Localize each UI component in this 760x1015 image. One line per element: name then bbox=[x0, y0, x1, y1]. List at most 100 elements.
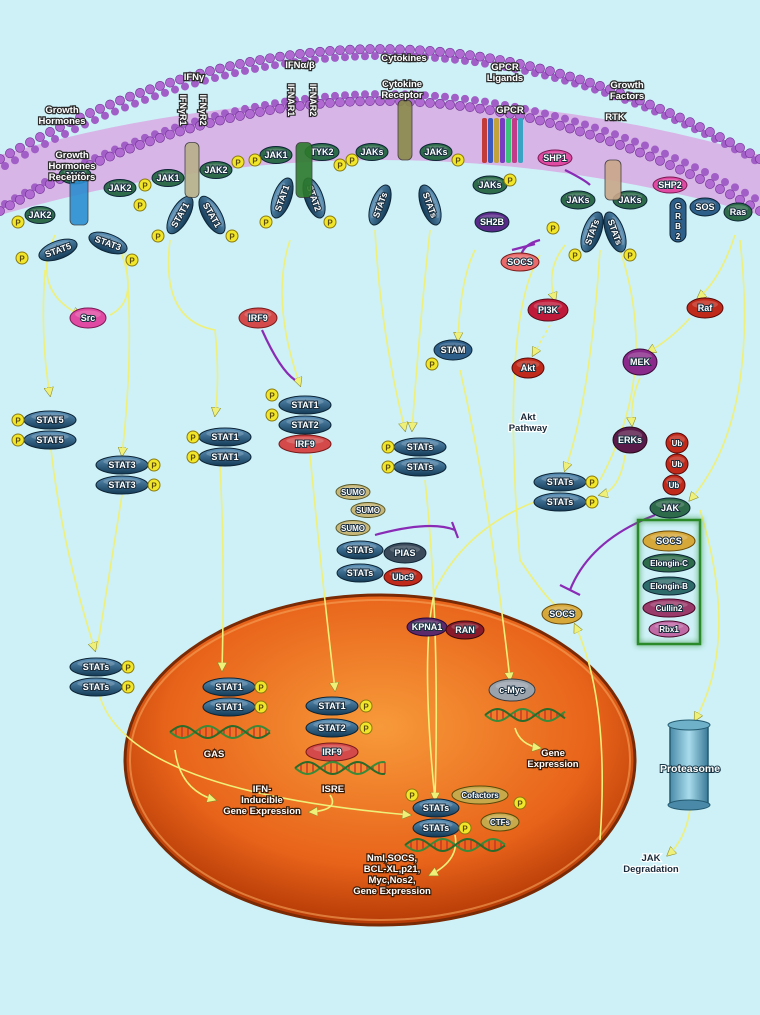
phosphate-badge: P bbox=[11, 433, 25, 447]
lipid-head bbox=[545, 66, 555, 76]
phosphate-badge: P bbox=[265, 388, 279, 402]
lipid-head bbox=[325, 46, 335, 56]
lipid-head bbox=[135, 139, 145, 150]
phosphate-label: P bbox=[589, 498, 595, 507]
kpna1-shine bbox=[412, 620, 442, 628]
ubc9-shine bbox=[389, 570, 417, 578]
lipid-head bbox=[375, 44, 385, 54]
complex-elongin-b: Elongin-B bbox=[642, 576, 696, 596]
complex-elongin-c-shine bbox=[650, 556, 688, 564]
stat1-nuclear-a-label: STAT1 bbox=[215, 682, 242, 692]
stat5-dimer-b-label: STAT5 bbox=[36, 435, 63, 445]
stat1-ifngr-a: STAT1 bbox=[166, 195, 194, 235]
lipid-head bbox=[725, 137, 735, 148]
lipid-head bbox=[115, 147, 125, 158]
lipid-head bbox=[625, 91, 635, 102]
stat1-ifngr-a-shine bbox=[169, 200, 186, 227]
lipid-head bbox=[571, 117, 579, 126]
stat5-dimer-a-shine bbox=[31, 413, 69, 421]
phosphate-circle bbox=[585, 495, 599, 509]
lipid-head bbox=[675, 112, 685, 123]
raf-label: Raf bbox=[698, 303, 714, 313]
socs-inhibits-jak bbox=[568, 513, 656, 591]
phosphate-label: P bbox=[15, 218, 21, 227]
stat1-dimer-a-label: STAT1 bbox=[211, 432, 238, 442]
phosphate-circle bbox=[333, 158, 347, 172]
phosphate-label: P bbox=[269, 391, 275, 400]
nuclear-envelope bbox=[129, 599, 631, 921]
lipid-head bbox=[25, 137, 35, 148]
stat1-nuclear-b: STAT1 bbox=[202, 697, 256, 717]
lipid-head bbox=[145, 84, 155, 95]
isgf3-nuclear-irf9-body bbox=[305, 742, 359, 762]
c-myc-label: c-Myc bbox=[499, 685, 525, 695]
arrow-stat5-to-nucleus bbox=[49, 439, 95, 650]
socs-top-shine bbox=[506, 255, 534, 263]
complex-elongin-c-label: Elongin-C bbox=[650, 559, 688, 568]
lipid-head bbox=[371, 90, 379, 99]
phosphate-circle bbox=[11, 433, 25, 447]
arrow-ras-to-jak bbox=[690, 239, 746, 500]
jak2-left-shine bbox=[29, 208, 51, 216]
phosphate-circle bbox=[125, 253, 139, 267]
arrow-to-stam bbox=[458, 249, 476, 340]
jak-degradation-label: Degradation bbox=[623, 864, 679, 875]
phosphate-badge: P bbox=[381, 440, 395, 454]
lipid-head bbox=[391, 52, 399, 61]
jak1-ifngr: JAK1 bbox=[151, 169, 185, 187]
isgf3-nuclear-stat2-label: STAT2 bbox=[318, 723, 345, 733]
lipid-head bbox=[601, 126, 609, 135]
isgf3-irf9: IRF9 bbox=[278, 434, 332, 454]
lipid-head bbox=[675, 164, 685, 175]
lipid-head bbox=[585, 77, 595, 88]
isgf3-nuclear-stat1-label: STAT1 bbox=[318, 701, 345, 711]
lipid-head bbox=[375, 96, 385, 106]
lipid-head bbox=[305, 47, 315, 58]
phosphate-circle bbox=[345, 153, 359, 167]
lipid-heads-outer bbox=[0, 44, 760, 170]
lipid-head bbox=[511, 102, 519, 111]
phosphate-label: P bbox=[190, 433, 196, 442]
lipid-head bbox=[431, 91, 439, 100]
lipid-head bbox=[421, 53, 429, 62]
stats-dimer-left-b-label: STATs bbox=[83, 682, 110, 692]
lipid-head bbox=[141, 95, 149, 104]
phosphate-label: P bbox=[363, 724, 369, 733]
ifn-ab-label: IFNα/β bbox=[285, 60, 315, 71]
arrow-pi3k-to-akt bbox=[533, 324, 551, 355]
arrow-ifnar-to-isgf3 bbox=[281, 239, 300, 385]
jaks-cytokine-b-label: JAKs bbox=[424, 147, 447, 157]
phosphate-label: P bbox=[517, 799, 523, 808]
gene-expression-label: Gene bbox=[541, 748, 565, 759]
stat5-dimer-b: STAT5 bbox=[23, 430, 77, 450]
stat1-ifngr-b: STAT1 bbox=[198, 195, 226, 235]
lipid-head bbox=[635, 95, 645, 106]
phosphate-label: P bbox=[572, 251, 578, 260]
lipid-head bbox=[45, 127, 55, 137]
lipid-head bbox=[235, 59, 245, 69]
lipid-head bbox=[41, 140, 49, 149]
socs-mid-shine bbox=[547, 606, 577, 615]
pias-inhibits-stats bbox=[374, 524, 456, 537]
ras-label: Ras bbox=[730, 207, 747, 217]
ifngr2-label: IFNγR2 bbox=[198, 94, 208, 125]
jaks-rtk-b: JAKs bbox=[612, 190, 648, 210]
stat1-nuclear-a: STAT1 bbox=[202, 677, 256, 697]
stats-nuclear-b-label: STATs bbox=[423, 823, 450, 833]
jak1-ifnar-shine bbox=[264, 148, 288, 156]
lipid-head bbox=[575, 126, 585, 137]
pi3k-shine bbox=[533, 301, 563, 311]
lipid-head bbox=[425, 46, 435, 56]
gh-receptors-label: Growth bbox=[55, 150, 88, 161]
lipid-head bbox=[555, 68, 565, 79]
complex-cullin2-shine bbox=[650, 601, 688, 609]
lipid-head bbox=[11, 156, 19, 165]
phosphate-badge: P bbox=[138, 178, 152, 192]
lipid-head bbox=[311, 55, 319, 64]
lipid-head bbox=[561, 114, 569, 123]
grb2-body bbox=[669, 197, 687, 243]
phosphate-badge: P bbox=[11, 215, 25, 229]
phosphate-circle bbox=[147, 478, 161, 492]
lipid-head bbox=[1, 162, 9, 170]
phosphate-badge: P bbox=[359, 721, 373, 735]
